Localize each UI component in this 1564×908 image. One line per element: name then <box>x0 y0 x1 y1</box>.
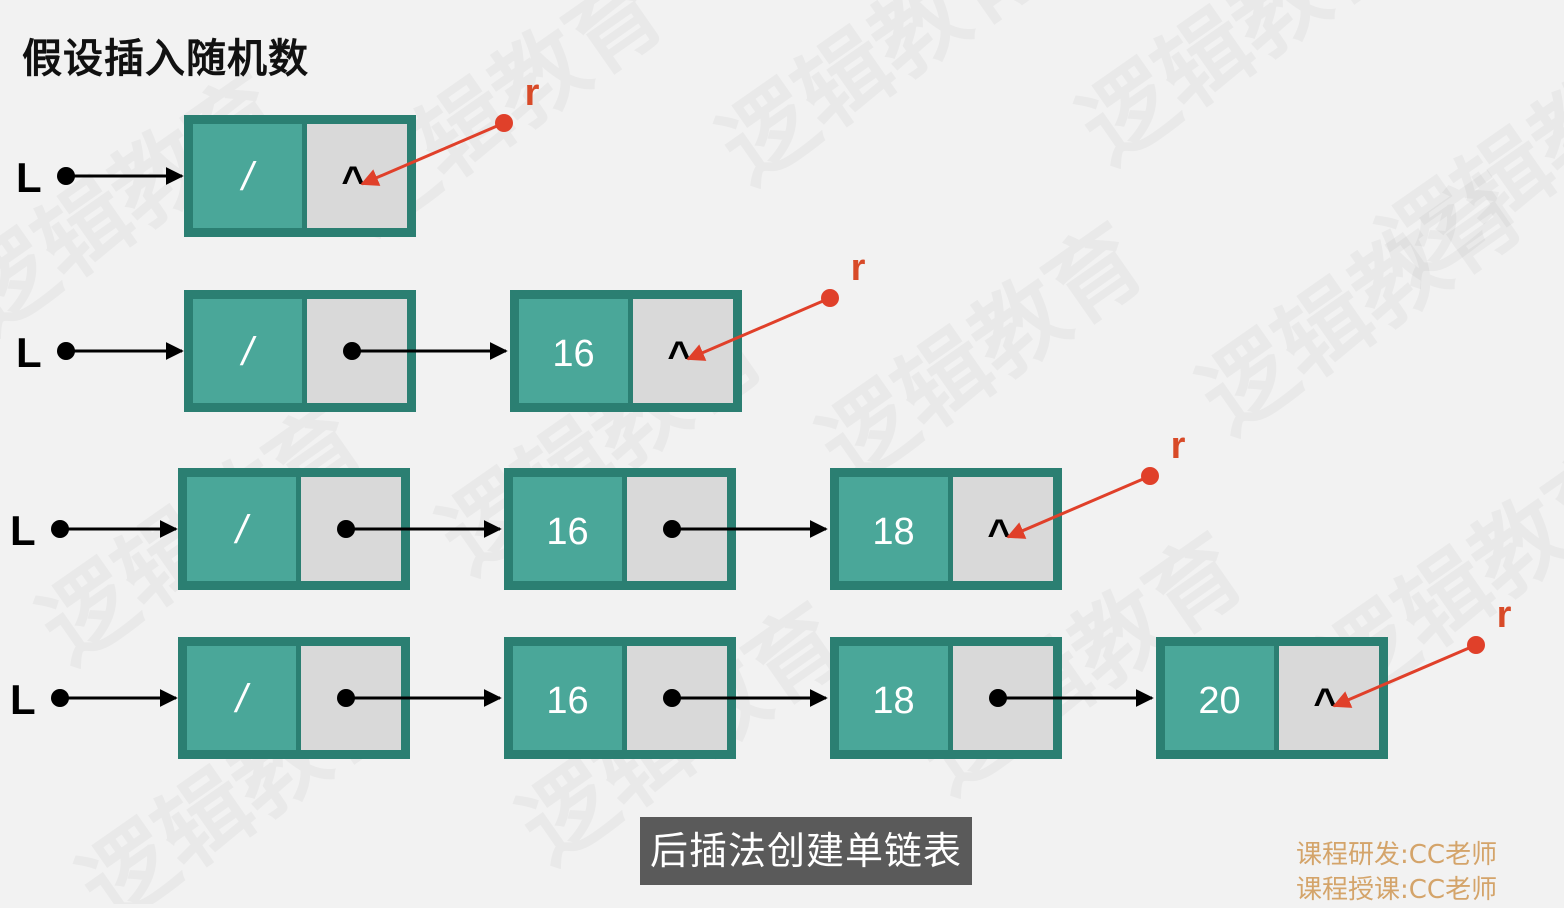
watermark-text: 逻辑教育 <box>701 0 1064 204</box>
list-row: L / 16 ^ r <box>16 247 866 412</box>
list-node: 18 <box>830 637 1154 759</box>
watermark-text: 逻辑教育 <box>1061 0 1424 184</box>
node-data-cell <box>839 646 948 750</box>
node-data-cell <box>187 477 296 581</box>
watermark-text: 逻辑教育 <box>1181 155 1544 454</box>
node-data-cell <box>513 646 622 750</box>
list-row: L / 16 18 20 ^ r <box>10 594 1512 759</box>
null-pointer-symbol: ^ <box>667 334 690 378</box>
head-node: / ^ r <box>184 72 540 237</box>
list-row: L / ^ r <box>16 72 540 237</box>
tail-pointer-label: r <box>1171 425 1186 467</box>
null-pointer-symbol: ^ <box>987 512 1010 556</box>
node-data-value: 18 <box>872 680 914 722</box>
tail-pointer-arrow <box>1006 474 1151 539</box>
head-node-data: / <box>239 155 257 199</box>
node-data-cell <box>519 299 628 403</box>
tail-pointer-arrow <box>1332 643 1477 708</box>
head-pointer-label: L <box>16 154 42 201</box>
tail-pointer-label: r <box>525 72 540 114</box>
list-row: L / 16 18 ^ r <box>10 425 1186 590</box>
head-node-data: / <box>239 330 257 374</box>
node-next-cell <box>307 124 407 228</box>
node-data-cell <box>193 124 302 228</box>
head-node-data: / <box>233 677 251 721</box>
node-data-value: 16 <box>546 511 588 553</box>
list-node: 20 ^ r <box>1156 594 1512 759</box>
node-data-cell <box>193 299 302 403</box>
list-node: 16 <box>504 468 828 590</box>
list-node: 16 ^ r <box>510 247 866 412</box>
node-data-cell <box>513 477 622 581</box>
node-data-cell <box>1165 646 1274 750</box>
tail-pointer-arrow <box>686 296 831 361</box>
credit-line-research: 课程研发:CC老师 <box>1296 840 1498 870</box>
tail-pointer-label: r <box>1497 594 1512 636</box>
head-pointer-label: L <box>10 676 36 723</box>
list-node: 16 <box>504 637 828 759</box>
head-pointer-label: L <box>10 507 36 554</box>
head-node: / <box>178 468 502 590</box>
null-pointer-symbol: ^ <box>341 159 364 203</box>
credit-line-teaching: 课程授课:CC老师 <box>1296 875 1498 905</box>
node-data-value: 16 <box>546 680 588 722</box>
node-data-value: 16 <box>552 333 594 375</box>
node-data-cell <box>839 477 948 581</box>
caption-subtitle: 后插法创建单链表 <box>640 817 972 885</box>
node-next-cell <box>953 477 1053 581</box>
node-next-cell <box>633 299 733 403</box>
credits: 课程研发:CC老师 课程授课:CC老师 <box>1296 838 1497 908</box>
head-node-data: / <box>233 508 251 552</box>
node-data-value: 20 <box>1198 680 1240 722</box>
tail-pointer-arrow <box>360 121 505 186</box>
page-title: 假设插入随机数 <box>22 36 309 82</box>
node-data-value: 18 <box>872 511 914 553</box>
node-next-cell <box>1279 646 1379 750</box>
node-data-cell <box>187 646 296 750</box>
head-pointer-label: L <box>16 329 42 376</box>
tail-pointer-label: r <box>851 247 866 289</box>
head-node: / <box>184 290 508 412</box>
null-pointer-symbol: ^ <box>1313 681 1336 725</box>
list-node: 18 ^ r <box>830 425 1186 590</box>
head-node: / <box>178 637 502 759</box>
